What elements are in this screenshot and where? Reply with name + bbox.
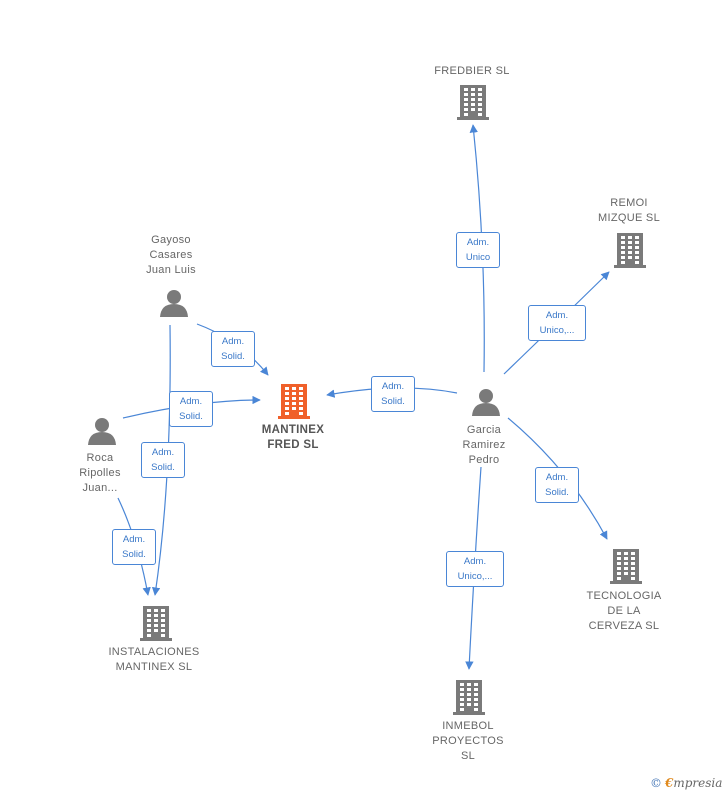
edge-label-roca-mantinex[interactable]: Adm.Solid. [169, 391, 213, 427]
edge-label-garcia-fredbier[interactable]: Adm.Unico [456, 232, 500, 268]
mantinex-building-icon[interactable] [278, 384, 310, 419]
instalaciones-building-icon[interactable] [140, 606, 172, 641]
inmebol-building-icon[interactable] [453, 680, 485, 715]
remoi-building-icon[interactable] [614, 233, 646, 268]
edge-label-gayoso-mantinex[interactable]: Adm.Solid. [211, 331, 255, 367]
tecnologia-building-icon[interactable] [610, 549, 642, 584]
empresia-logo: ©€mpresia [650, 776, 723, 790]
gayoso-person-icon[interactable] [160, 290, 188, 317]
edge-label-garcia-mantinex[interactable]: Adm.Solid. [371, 376, 415, 412]
edge-label-garcia-remoi[interactable]: Adm.Unico,... [528, 305, 586, 341]
edge-label-roca-instalaciones[interactable]: Adm.Solid. [112, 529, 156, 565]
edge-label-garcia-tecnologia[interactable]: Adm.Solid. [535, 467, 579, 503]
edge-label-gayoso-instalaciones[interactable]: Adm.Solid. [141, 442, 185, 478]
fredbier-building-icon[interactable] [457, 85, 489, 120]
node-fredbier-label[interactable]: FREDBIER SL [434, 65, 510, 77]
node-icons [88, 85, 646, 715]
edge-label-garcia-inmebol[interactable]: Adm.Unico,... [446, 551, 504, 587]
garcia-person-icon[interactable] [472, 389, 500, 416]
roca-person-icon[interactable] [88, 418, 116, 445]
